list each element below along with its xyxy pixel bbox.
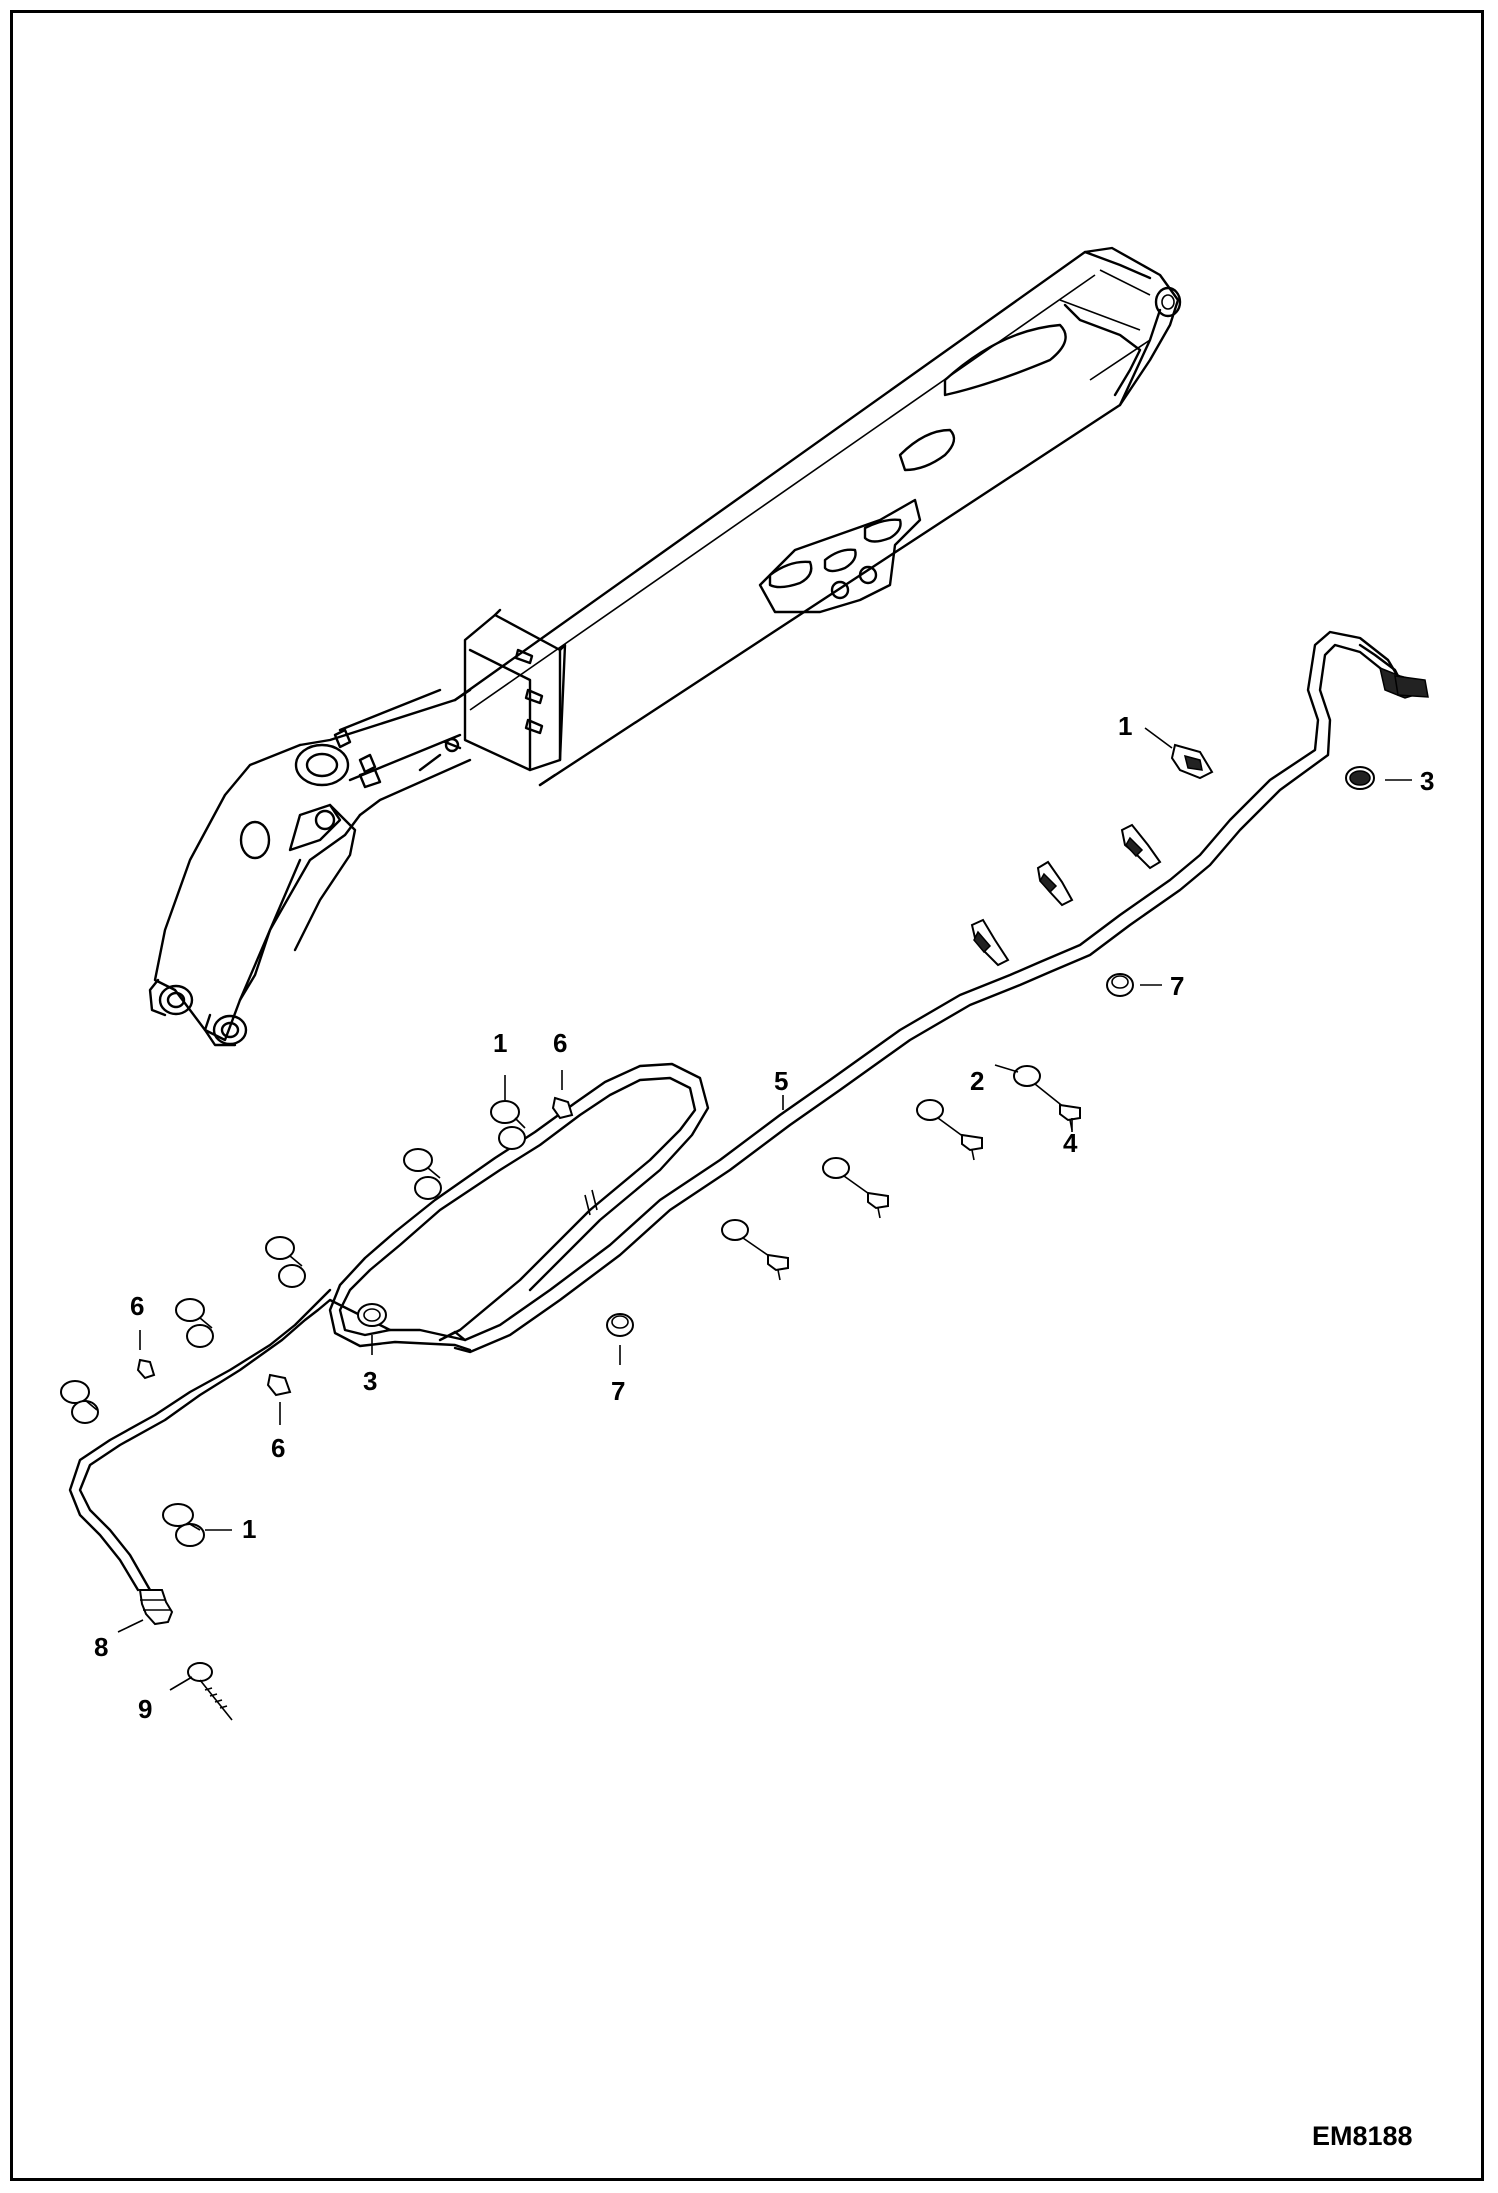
drawing-number: EM8188 [1312, 2121, 1413, 2151]
wire-harness [68, 630, 1429, 1721]
callout-7-bottom: 7 [611, 1376, 625, 1406]
callout-3-right: 3 [1420, 766, 1434, 796]
callout-1-bottom: 1 [242, 1514, 256, 1544]
callout-2: 2 [970, 1066, 984, 1096]
callout-8: 8 [94, 1632, 108, 1662]
callout-5: 5 [774, 1066, 788, 1096]
dipper-arm [148, 246, 1182, 1047]
callout-1-top-right: 1 [1118, 711, 1132, 741]
callout-6-left: 6 [130, 1291, 144, 1321]
callout-6-bottom: 6 [271, 1433, 285, 1463]
callout-1-middle: 1 [493, 1028, 507, 1058]
callout-labels: 1 3 7 1 6 5 2 4 6 3 7 6 1 8 9 [94, 711, 1434, 1724]
leader-lines [117, 727, 1412, 1691]
callout-7-right: 7 [1170, 971, 1184, 1001]
callout-6-top: 6 [553, 1028, 567, 1058]
callout-4: 4 [1063, 1128, 1078, 1158]
clip-parts [60, 743, 1375, 1547]
callout-9: 9 [138, 1694, 152, 1724]
drawing-frame [10, 10, 1484, 2181]
callout-3-left: 3 [363, 1366, 377, 1396]
